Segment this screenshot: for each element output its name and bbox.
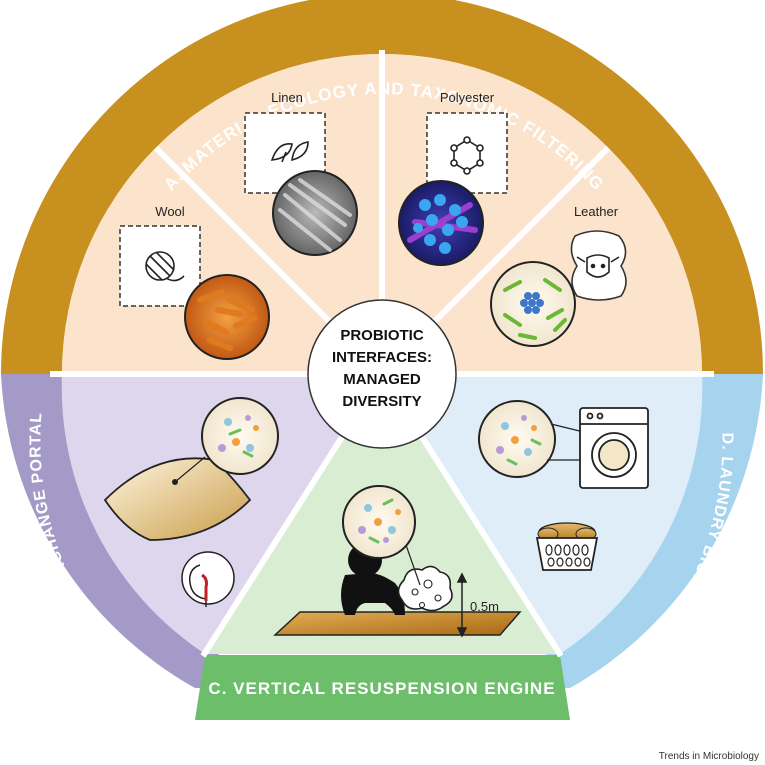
polyester-microbes-micrograph [398, 180, 484, 266]
cow-icon [576, 254, 620, 278]
cloud-microbiome-zoom [342, 485, 421, 586]
dust-cloud [397, 565, 453, 612]
band-section-a [1, 0, 763, 374]
leather-microbes-micrograph [490, 261, 576, 347]
center-line-2: INTERFACES: [332, 349, 432, 366]
height-arrow [456, 572, 468, 638]
leaf-icon [270, 141, 309, 163]
hexagon-molecule-icon [450, 136, 484, 175]
airway-profile-icon [181, 551, 235, 607]
center-hub: PROBIOTIC INTERFACES: MANAGED DIVERSITY [307, 299, 457, 449]
height-label: 0.5m [470, 599, 499, 614]
polyester-label: Polyester [440, 90, 495, 105]
floor-rug [273, 611, 522, 636]
linen-fibers-micrograph [272, 170, 358, 256]
band-section-b [1, 374, 232, 688]
journal-credit: Trends in Microbiology [658, 751, 759, 762]
section-c-title: C. VERTICAL RESUSPENSION ENGINE [208, 679, 555, 698]
leather-hide-swatch [570, 230, 627, 301]
yarn-ball-icon [145, 251, 185, 282]
center-line-1: PROBIOTIC [340, 327, 424, 344]
center-line-4: DIVERSITY [342, 393, 421, 410]
pillow-microbiome-zoom [201, 397, 279, 475]
band-section-d [533, 374, 763, 688]
center-line-3: MANAGED [343, 371, 421, 388]
linen-label: Linen [271, 90, 303, 105]
washing-machine-icon [579, 407, 649, 489]
pillow-illustration [103, 456, 252, 541]
wool-label: Wool [155, 204, 184, 219]
leather-label: Leather [574, 204, 619, 219]
wool-microbes-micrograph [184, 274, 270, 360]
polyester-fabric-swatch [426, 112, 508, 194]
band-section-c [195, 655, 570, 720]
laundry-basket-icon [535, 522, 599, 571]
